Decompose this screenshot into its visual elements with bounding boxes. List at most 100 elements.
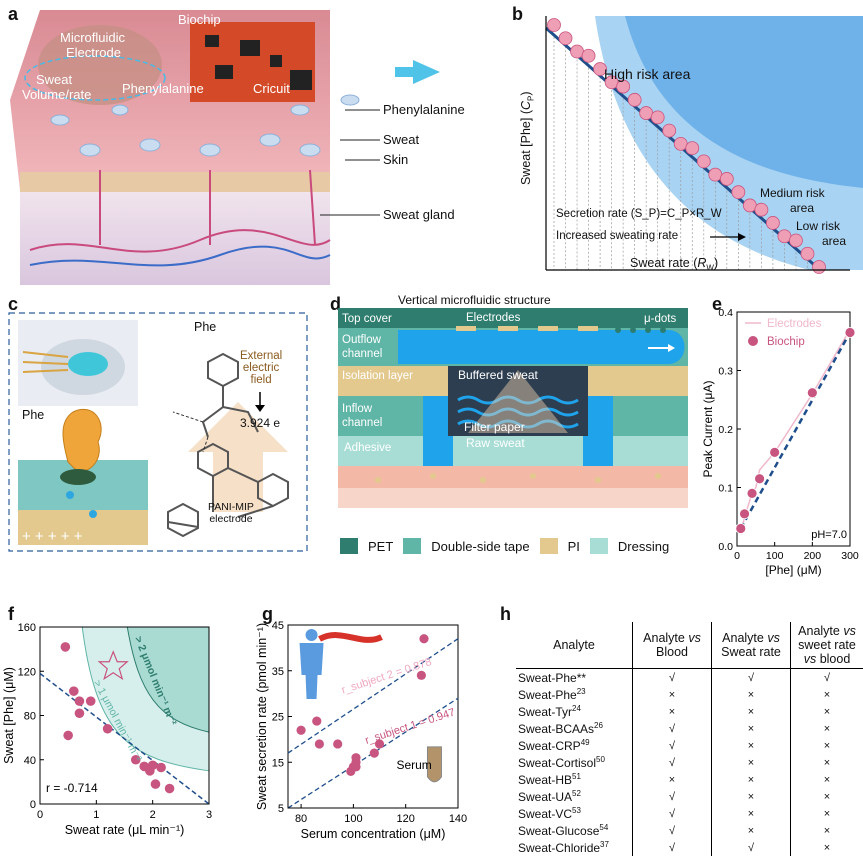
- f-xlabel: Sweat rate (μL min⁻¹): [65, 823, 185, 837]
- e-ytick-label: 0.4: [718, 307, 733, 319]
- f-point: [63, 731, 73, 741]
- e-xtick-label: 0: [734, 550, 740, 562]
- h-ref-sup: 54: [599, 823, 608, 832]
- b-point: [686, 142, 699, 155]
- b-point: [582, 49, 595, 62]
- e-ytick-label: 0.2: [718, 424, 733, 436]
- f-ytick-label: 80: [24, 711, 36, 723]
- e-ylabel: Peak Current (μA): [701, 381, 715, 478]
- g-point: [419, 634, 428, 643]
- h-analyte-name: Sweat-VC: [518, 807, 572, 821]
- label-sweat-gland: Sweat gland: [383, 207, 455, 222]
- f-point: [151, 779, 161, 789]
- h-ref-sup: 52: [572, 789, 581, 798]
- cross-mark: ×: [791, 754, 863, 771]
- g-xtick-label: 120: [397, 813, 415, 825]
- h-analyte-name: Sweat-UA: [518, 790, 572, 804]
- label-phenylalanine: Phenylalanine: [383, 102, 465, 117]
- b-point: [628, 93, 641, 106]
- h-analyte-name: Sweat-Glucose: [518, 824, 599, 838]
- b-high-risk-label: High risk area: [604, 66, 690, 82]
- g-point: [312, 716, 321, 725]
- table-row: Sweat-CRP49√××: [516, 737, 863, 754]
- label-volume-rate: Volume/rate: [22, 87, 91, 102]
- f-xtick-label: 2: [150, 809, 156, 821]
- cross-mark: ×: [712, 720, 791, 737]
- cross-mark: ×: [712, 754, 791, 771]
- e-fit-line: [741, 332, 850, 528]
- legend-dressing: Dressing: [618, 539, 669, 554]
- legend-tape: Double-side tape: [431, 539, 529, 554]
- h-analyte-cell: Sweat-HB51: [516, 771, 633, 788]
- e-ph-label: pH=7.0: [811, 529, 847, 541]
- f-point: [148, 760, 158, 770]
- b-xlabel: Sweat rate (RW): [630, 256, 718, 273]
- f-point: [69, 686, 79, 696]
- f-point: [156, 763, 166, 773]
- cross-mark: ×: [712, 686, 791, 703]
- f-r-label: r = -0.714: [46, 781, 98, 795]
- cross-mark: ×: [791, 805, 863, 822]
- e-xtick-label: 300: [841, 550, 859, 562]
- b-point: [674, 137, 687, 150]
- check-mark: √: [633, 669, 712, 687]
- b-point: [640, 107, 653, 120]
- e-legend-biochip: Biochip: [767, 336, 805, 348]
- g-point: [351, 762, 360, 771]
- d-title: Vertical microfluidic structure: [398, 293, 551, 307]
- b-point: [789, 234, 802, 247]
- table-row: Sweat-UA52√××: [516, 788, 863, 805]
- c-phe-top-label: Phe: [194, 320, 216, 334]
- b-point: [663, 124, 676, 137]
- g-ytick-label: 5: [278, 803, 284, 815]
- h-analyte-cell: Sweat-Phe23: [516, 686, 633, 703]
- h-analyte-cell: Sweat-Cortisol50: [516, 754, 633, 771]
- cross-mark: ×: [712, 771, 791, 788]
- h-ref-sup: 50: [596, 755, 605, 764]
- b-formula: Secretion rate (S_P)=C_P×R_W: [556, 208, 722, 220]
- check-mark: √: [633, 754, 712, 771]
- check-mark: √: [633, 720, 712, 737]
- g-ytick-label: 45: [272, 620, 284, 632]
- label-biochip: Biochip: [178, 12, 221, 27]
- e-xlabel: [Phe] (μM): [765, 563, 821, 577]
- table-row: Sweat-VC53√××: [516, 805, 863, 822]
- b-point: [755, 203, 768, 216]
- g-xtick-label: 100: [344, 813, 362, 825]
- legend-swatch-dressing: [590, 538, 608, 554]
- b-medium-risk-label-1: Medium risk: [760, 186, 825, 200]
- cross-mark: ×: [791, 771, 863, 788]
- label-sweat-volume: Sweat: [36, 72, 72, 87]
- f-point: [61, 642, 71, 652]
- c-phe-left-label: Phe: [22, 408, 44, 422]
- f-point: [75, 708, 85, 718]
- h-col-analyte: Analyte: [516, 622, 633, 669]
- b-point: [697, 155, 710, 168]
- f-ylabel: Sweat [Phe] (μM): [2, 667, 16, 764]
- e-ytick-label: 0.1: [718, 483, 733, 495]
- f-xtick-label: 0: [37, 809, 43, 821]
- cross-mark: ×: [791, 703, 863, 720]
- label-electrode: Electrode: [66, 45, 121, 60]
- cross-mark: ×: [633, 703, 712, 720]
- blood-vessel-icon: [320, 635, 382, 640]
- g-ytick-label: 25: [272, 712, 284, 724]
- f-ytick-label: 160: [18, 622, 36, 634]
- e-biochip-point: [736, 523, 746, 533]
- g-xtick-label: 140: [449, 813, 467, 825]
- b-point: [720, 172, 733, 185]
- e-legend-marker: [748, 336, 758, 346]
- b-point: [801, 247, 814, 260]
- check-mark: √: [633, 737, 712, 754]
- b-increased-sweating: Increased sweating rate: [556, 230, 678, 242]
- h-table-body: Sweat-Phe**√√√Sweat-Phe23×××Sweat-Tyr24×…: [516, 669, 863, 856]
- d-skin: [338, 466, 688, 488]
- legend-swatch-tape: [403, 538, 421, 554]
- g-xlabel: Serum concentration (μM): [301, 827, 446, 841]
- e-xtick-label: 200: [804, 550, 822, 562]
- check-mark: √: [633, 788, 712, 805]
- h-analyte-name: Sweat-HB: [518, 773, 572, 787]
- cross-mark: ×: [712, 737, 791, 754]
